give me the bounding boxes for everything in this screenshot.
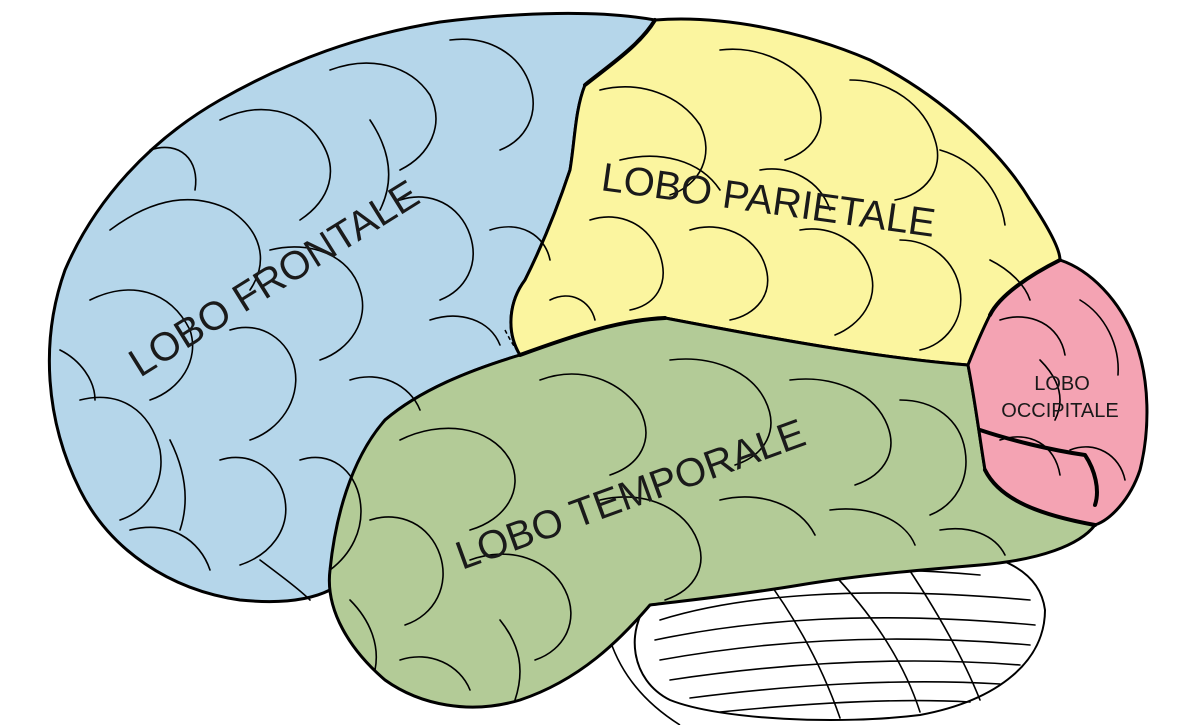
temporal-gyri bbox=[349, 358, 1006, 701]
occipital-gyri bbox=[999, 299, 1126, 481]
frontal-gyri bbox=[59, 38, 551, 601]
parieto-temporal-dashed-line bbox=[664, 317, 969, 366]
occipital-lobe-label-line1: LOBO bbox=[1034, 373, 1090, 395]
frontal-temporal-dashed-line bbox=[504, 329, 521, 356]
occipital-temporal-border bbox=[983, 468, 1097, 527]
parietal-gyri bbox=[549, 48, 1031, 351]
calcarine-sulcus bbox=[978, 428, 1099, 507]
preoccipital-notch bbox=[988, 258, 1062, 317]
occipital-lobe-label-line2: OCCIPITALE bbox=[1001, 400, 1118, 422]
lateral-sulcus bbox=[518, 316, 667, 357]
central-sulcus bbox=[583, 18, 657, 87]
